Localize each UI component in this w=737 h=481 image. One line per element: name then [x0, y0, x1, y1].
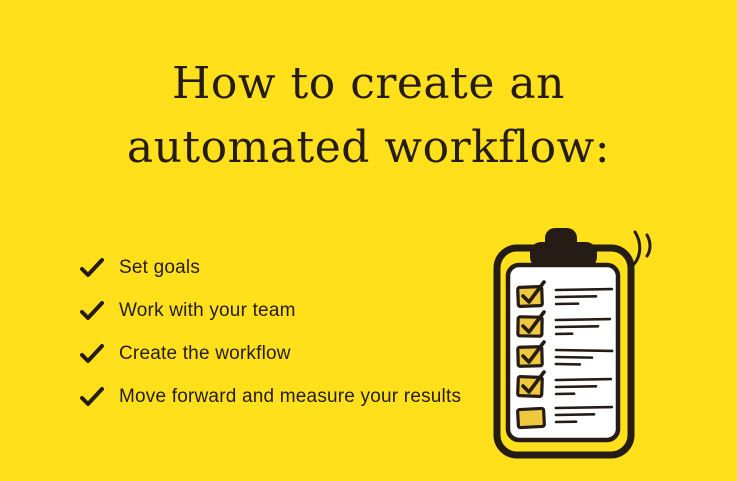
checklist: Set goals Work with your team Create the…: [80, 258, 461, 430]
checkmark-icon: [80, 387, 104, 406]
checkmark-icon: [80, 301, 104, 320]
checklist-item-label: Move forward and measure your results: [119, 386, 462, 407]
motion-marks-icon: [632, 230, 652, 266]
clipboard-clip: [530, 228, 597, 268]
clipboard-row-checked: [516, 280, 614, 308]
checklist-item-label: Set goals: [119, 257, 201, 278]
checklist-item-label: Create the workflow: [119, 343, 291, 364]
checklist-item: Work with your team: [80, 301, 461, 321]
clipboard-row-checked: [516, 370, 613, 398]
clipboard-illustration: [493, 228, 652, 459]
page-title: How to create an automated workflow:: [126, 58, 611, 173]
clipboard-row-checked: [516, 340, 614, 368]
checkmark-icon: [80, 344, 104, 363]
clipboard-row-unchecked: [516, 405, 614, 430]
checklist-item: Create the workflow: [80, 344, 461, 364]
clipboard-row-checked: [516, 310, 612, 338]
checkmark-icon: [80, 258, 104, 277]
checklist-item: Move forward and measure your results: [80, 387, 461, 407]
checklist-item-label: Work with your team: [119, 300, 296, 321]
checklist-item: Set goals: [80, 258, 461, 278]
